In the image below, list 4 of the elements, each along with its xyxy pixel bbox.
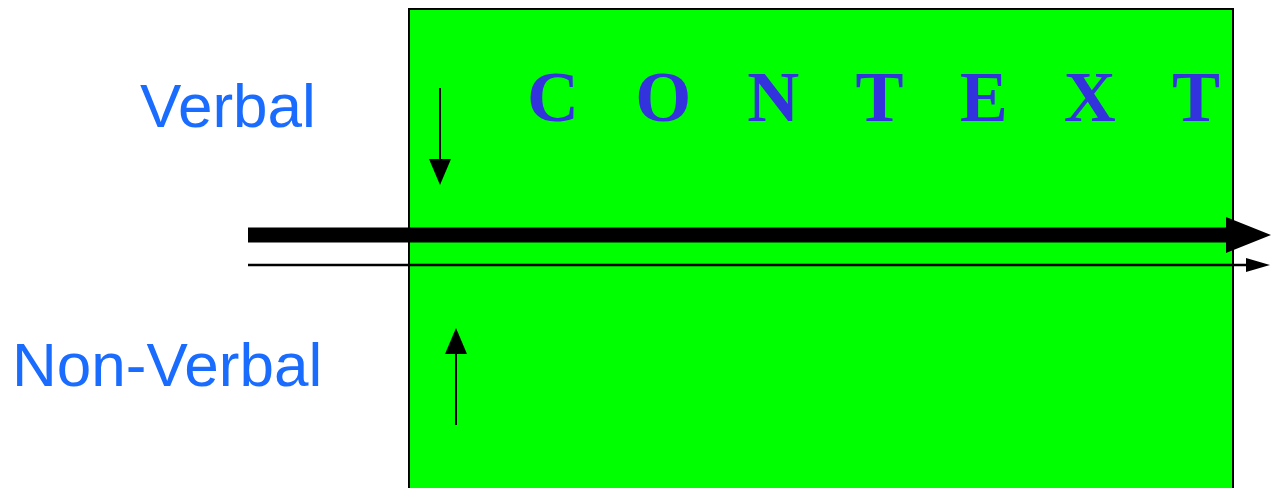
context-box [408,8,1234,488]
box-heading: CONTEXT [527,56,1272,139]
channel-label: Verbal [140,75,316,137]
channel-label: Non-Verbal [12,334,323,396]
